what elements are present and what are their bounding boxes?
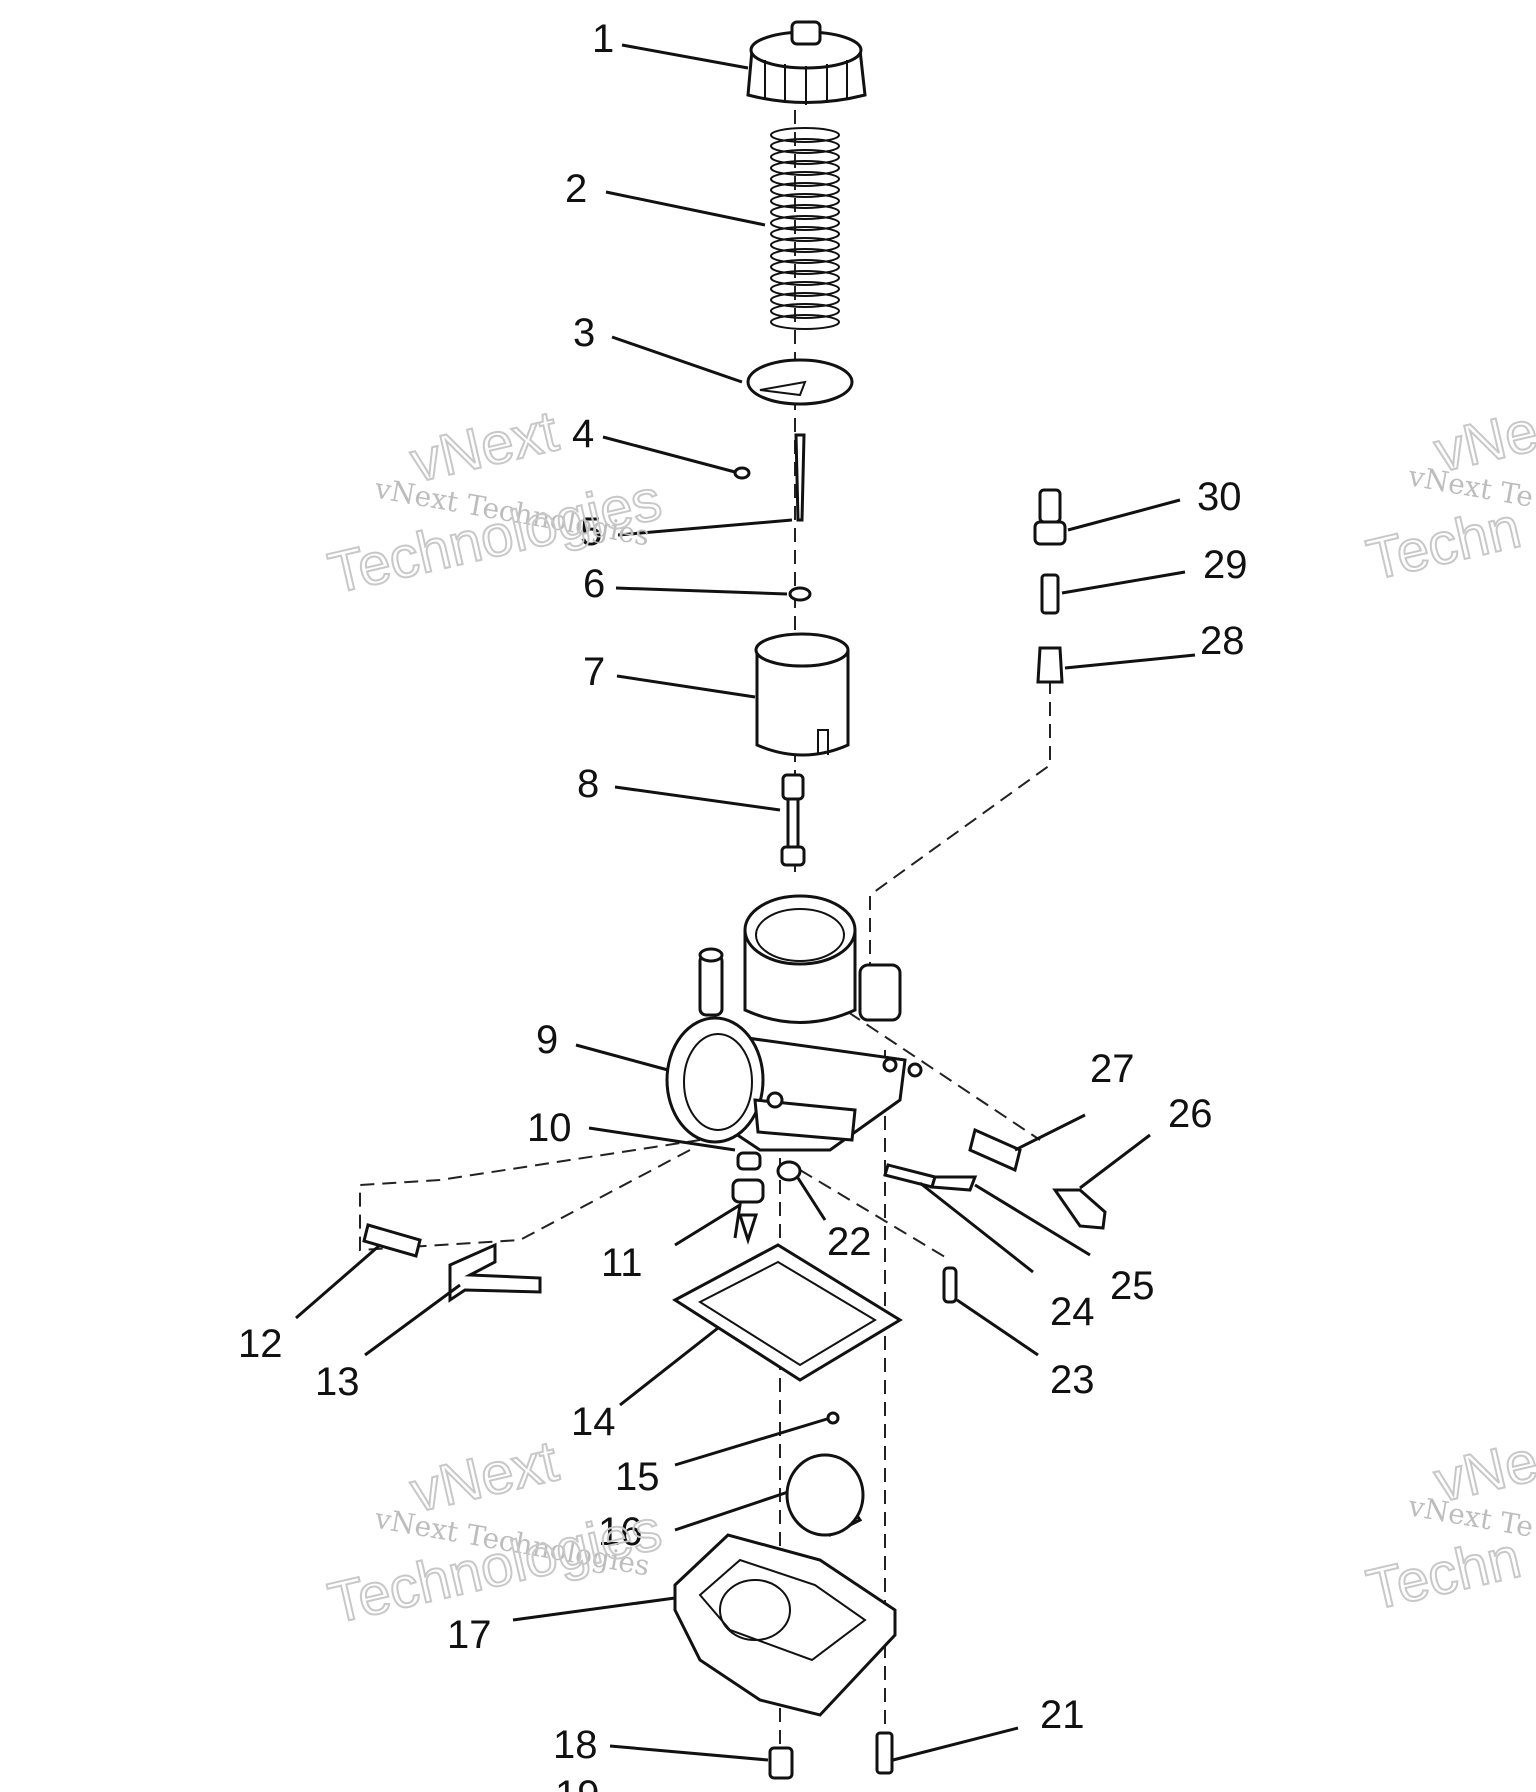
- callout-24: 24: [1050, 1290, 1095, 1334]
- callout-6: 6: [583, 562, 605, 606]
- callout-14: 14: [571, 1400, 616, 1444]
- part-pin: [826, 1411, 840, 1425]
- watermark-large-technologies-2: Technologies: [323, 1497, 668, 1636]
- watermark-large-technologies: Technologies: [323, 467, 668, 606]
- spring-coil: [770, 160, 840, 176]
- part-fitting-nut: [1036, 646, 1064, 684]
- callout-3: 3: [573, 311, 595, 355]
- spring-coil: [770, 270, 840, 286]
- callout-4: 4: [572, 412, 594, 456]
- part-stop-screw-spring: [968, 1127, 1022, 1173]
- spring-coil: [770, 281, 840, 297]
- leader-lines: [295, 43, 1196, 1762]
- spring-coil: [770, 204, 840, 220]
- part-throttle-stop-screw: [1052, 1188, 1107, 1230]
- spring-coil: [770, 292, 840, 308]
- callout-9: 9: [536, 1018, 558, 1062]
- callout-11: 11: [601, 1241, 643, 1285]
- watermark-clip-technologies: Techn: [1361, 495, 1526, 593]
- callout-5: 5: [580, 510, 602, 554]
- part-jet-needle: [794, 433, 806, 522]
- spring-coil: [770, 138, 840, 154]
- spring-coil: [770, 127, 840, 143]
- spring-coil: [770, 237, 840, 253]
- part-gasket: [672, 1243, 903, 1382]
- part-main-jet: [731, 1151, 765, 1245]
- callout-16: 16: [598, 1510, 643, 1554]
- spring-coil: [770, 215, 840, 231]
- callout-1: 1: [592, 17, 614, 61]
- callout-19: 19: [555, 1773, 600, 1792]
- spring-coil: [770, 303, 840, 319]
- spring-coil: [770, 226, 840, 242]
- part-drain-plug: [768, 1746, 794, 1780]
- callout-2: 2: [565, 167, 587, 211]
- part-pilot-jet: [942, 1266, 958, 1304]
- part-float: [785, 1453, 865, 1537]
- callout-21: 21: [1040, 1693, 1085, 1737]
- part-bowl-screw: [875, 1731, 894, 1775]
- watermark-clip-technologies-2: Techn: [1361, 1525, 1526, 1623]
- callout-8: 8: [577, 762, 599, 806]
- callout-12: 12: [238, 1322, 283, 1366]
- part-clip: [733, 466, 751, 480]
- part-fitting-top: [1033, 488, 1067, 546]
- part-jet-washer: [776, 1160, 802, 1182]
- callout-29: 29: [1203, 543, 1248, 587]
- spring-coil: [770, 314, 840, 330]
- callout-labels: 1 2 3 4 5 6 7 8 9 10 11 12 13 14 15 16 1…: [238, 17, 1248, 1792]
- callout-18: 18: [553, 1723, 598, 1767]
- part-float-arm: [448, 1242, 542, 1303]
- part-washer: [788, 586, 812, 602]
- callout-10: 10: [527, 1106, 572, 1150]
- callout-30: 30: [1197, 475, 1242, 519]
- part-throttle-slide: [754, 632, 850, 757]
- callout-17: 17: [447, 1613, 492, 1657]
- callout-13: 13: [315, 1360, 360, 1404]
- spring-coil: [770, 171, 840, 187]
- part-carburetor-body: [665, 894, 923, 1152]
- callout-28: 28: [1200, 619, 1245, 663]
- spring-coil: [770, 149, 840, 165]
- spring-coil: [770, 193, 840, 209]
- part-float-pin: [362, 1223, 422, 1258]
- part-float-bowl: [673, 1533, 897, 1717]
- callout-26: 26: [1168, 1092, 1213, 1136]
- callout-27: 27: [1090, 1047, 1135, 1091]
- part-spring: [770, 127, 840, 330]
- callout-7: 7: [583, 650, 605, 694]
- callout-15: 15: [615, 1455, 660, 1499]
- callout-25: 25: [1110, 1264, 1155, 1308]
- callout-23: 23: [1050, 1358, 1095, 1402]
- spring-coil: [770, 182, 840, 198]
- watermark: vNext vNext Technologies Technologies vN…: [322, 397, 1536, 1637]
- part-fitting-spring: [1040, 573, 1060, 615]
- part-needle-jet: [780, 773, 806, 867]
- callout-22: 22: [827, 1220, 872, 1264]
- spring-coil: [770, 259, 840, 275]
- part-plate: [746, 358, 854, 406]
- part-air-screw: [883, 1163, 978, 1192]
- spring-coil: [770, 248, 840, 264]
- part-cap: [746, 20, 867, 105]
